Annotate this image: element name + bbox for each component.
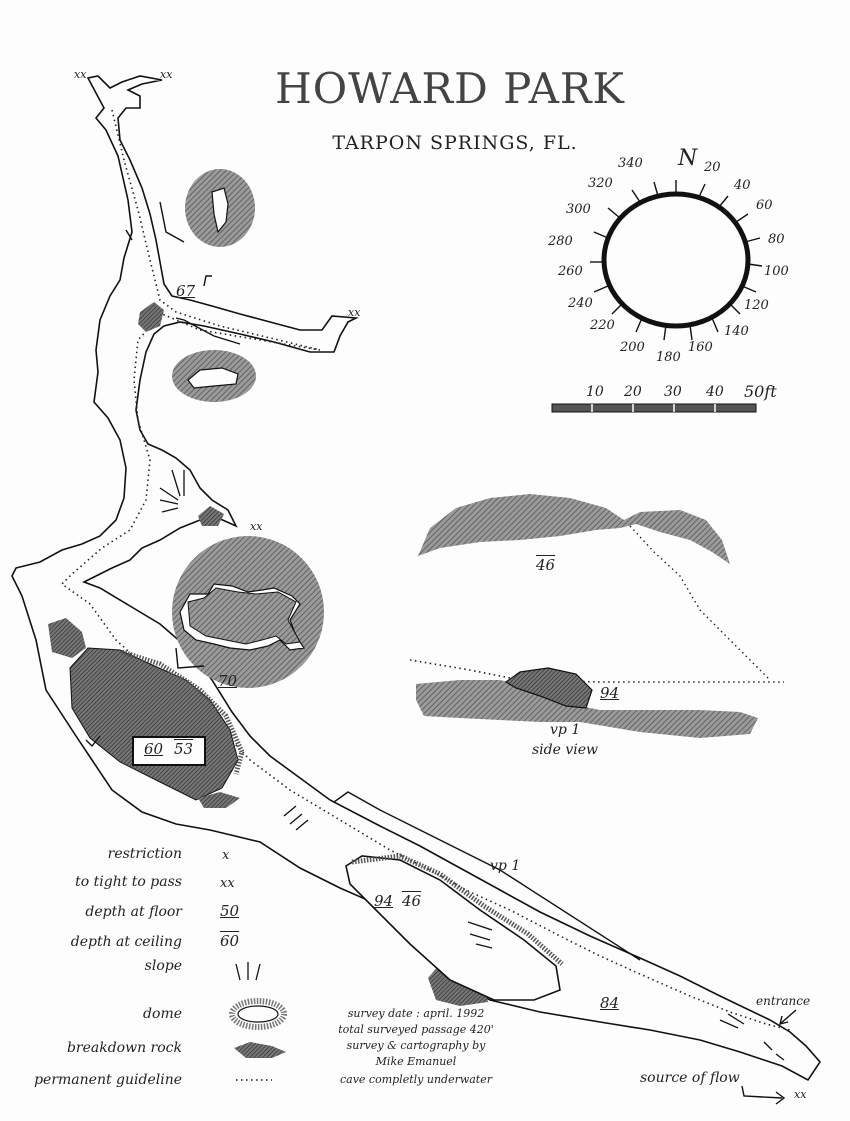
legend-too-tight: to tight to pass: [75, 874, 182, 890]
scale-label-50ft: 50ft: [744, 382, 777, 401]
credits-underwater-note: cave completly underwater: [339, 1073, 492, 1086]
scale-label-30: 30: [664, 384, 682, 400]
compass-label-320: 320: [588, 176, 613, 191]
scale-label-20: 20: [624, 384, 642, 400]
scale-label-10: 10: [586, 384, 604, 400]
marker-xx-1: xx: [74, 68, 87, 81]
compass-north-label: N: [678, 146, 698, 171]
legend-permanent-guideline: permanent guideline: [34, 1072, 182, 1088]
side-view-caption: side view: [532, 742, 599, 758]
side-view-depth-94: 94: [600, 684, 620, 702]
compass-label-60: 60: [756, 198, 773, 213]
cave-passage-outline: [11, 75, 822, 1082]
marker-xx-5: xx: [794, 1088, 807, 1101]
dome-island: [345, 855, 561, 1001]
breakdown-rock-3: [48, 618, 86, 658]
marker-xx-4: xx: [250, 520, 263, 533]
legend-breakdown-rock: breakdown rock: [66, 1040, 182, 1056]
legend-slope: slope: [144, 958, 182, 974]
compass-label-40: 40: [734, 178, 751, 193]
side-view-vp-label: vp 1: [550, 722, 581, 738]
depth-floor-67: 67: [176, 282, 196, 300]
legend-depth-ceiling-symbol: 60: [220, 932, 240, 950]
legend-depth-ceiling: depth at ceiling: [70, 934, 182, 950]
compass-label-160: 160: [688, 340, 713, 355]
compass-label-180: 180: [656, 350, 681, 365]
breakdown-rock-5: [198, 792, 240, 808]
credits-author: Mike Emanuel: [375, 1055, 457, 1068]
depth-ceiling-46: 46: [402, 892, 422, 910]
compass-label-300: 300: [566, 202, 591, 217]
compass-label-20: 20: [704, 160, 721, 175]
depth-floor-70: 70: [218, 672, 238, 690]
depth-floor-84: 84: [600, 994, 620, 1012]
profile-ceiling-section: [418, 494, 730, 564]
compass-label-100: 100: [764, 264, 789, 279]
page-subtitle: TARPON SPRINGS, FL.: [332, 132, 578, 154]
depth-ceiling-53: 53: [174, 740, 194, 758]
compass-label-220: 220: [590, 318, 615, 333]
credits-total-passage: total surveyed passage 420': [338, 1023, 494, 1036]
vp1-label: vp 1: [490, 858, 521, 874]
compass-label-140: 140: [724, 324, 749, 339]
side-view-profile: [409, 659, 784, 738]
slope-marks: [159, 469, 785, 1061]
legend-symbols: [229, 962, 287, 1081]
compass-label-240: 240: [568, 296, 593, 311]
legend-too-tight-symbol: xx: [220, 876, 235, 891]
entrance-label: entrance: [756, 994, 811, 1008]
marker-xx-3: xx: [348, 306, 361, 319]
compass-label-200: 200: [620, 340, 645, 355]
scale-bar: [551, 403, 757, 413]
entrance-arrow-icon: [779, 1009, 797, 1025]
depth-box: [132, 736, 206, 766]
compass-label-280: 280: [548, 234, 573, 249]
source-of-flow-arrow-icon: [741, 1085, 786, 1105]
compass-label-120: 120: [744, 298, 769, 313]
legend-depth-floor-symbol: 50: [220, 902, 240, 920]
credits-survey-by: survey & cartography by: [346, 1039, 486, 1052]
legend-dome: dome: [143, 1006, 182, 1022]
legend-depth-floor: depth at floor: [85, 904, 182, 920]
marker-xx-2: xx: [160, 68, 173, 81]
compass-rose: [590, 180, 763, 341]
depth-floor-94: 94: [374, 892, 394, 910]
legend-restriction-symbol: x: [222, 848, 230, 863]
page-title: HOWARD PARK: [275, 64, 625, 113]
legend-restriction: restriction: [107, 846, 182, 862]
breakdown-rock-1: [138, 302, 164, 332]
compass-label-80: 80: [768, 232, 785, 247]
compass-label-260: 260: [558, 264, 583, 279]
breakdown-rock-2: [198, 506, 224, 526]
depth-floor-60: 60: [144, 740, 164, 758]
profile-depth-46: 46: [536, 556, 556, 574]
scale-label-40: 40: [706, 384, 724, 400]
source-of-flow-label: source of flow: [640, 1070, 740, 1086]
compass-label-340: 340: [618, 156, 643, 171]
credits-survey-date: survey date : april. 1992: [347, 1007, 485, 1020]
